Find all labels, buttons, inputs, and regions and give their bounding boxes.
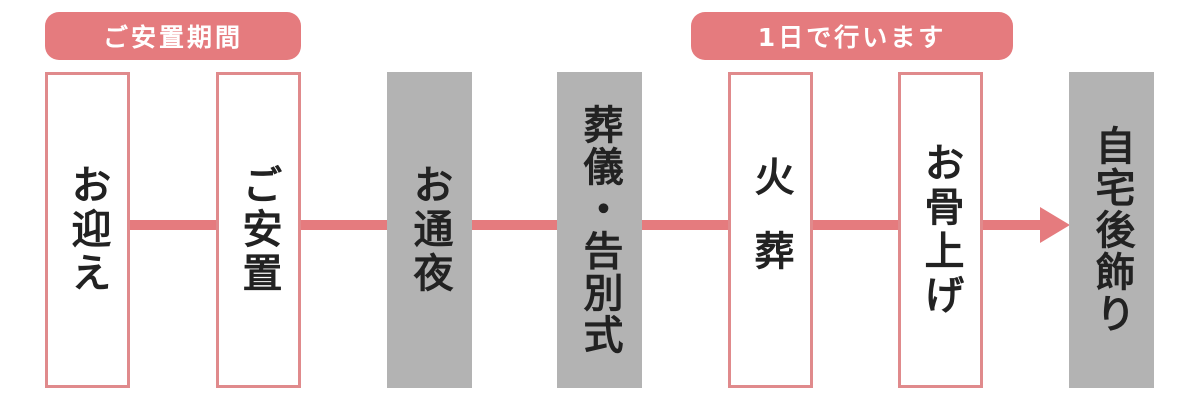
- step-label: 葬儀・告別式: [576, 104, 623, 356]
- anchi-period-badge: ご安置期間: [45, 12, 301, 60]
- step-box-omukae: お迎え: [45, 72, 130, 388]
- one-day-badge: 1日で行います: [691, 12, 1013, 60]
- step-box-goanchi: ご安置: [216, 72, 301, 388]
- step-label: ご安置: [235, 164, 282, 296]
- step-box-sogi-kokubetsushiki: 葬儀・告別式: [557, 72, 642, 388]
- arrow-head-icon: [1040, 207, 1070, 243]
- step-label: お迎え: [64, 164, 111, 296]
- step-label: お骨上げ: [917, 142, 964, 318]
- step-box-otsuya: お通夜: [387, 72, 472, 388]
- step-label: お通夜: [406, 164, 453, 296]
- step-box-okotsuage: お骨上げ: [898, 72, 983, 388]
- step-label: 自宅後飾り: [1088, 125, 1135, 335]
- step-label: 火葬: [747, 156, 794, 304]
- step-box-jitaku-atokazari: 自宅後飾り: [1069, 72, 1154, 388]
- step-box-kaso: 火葬: [728, 72, 813, 388]
